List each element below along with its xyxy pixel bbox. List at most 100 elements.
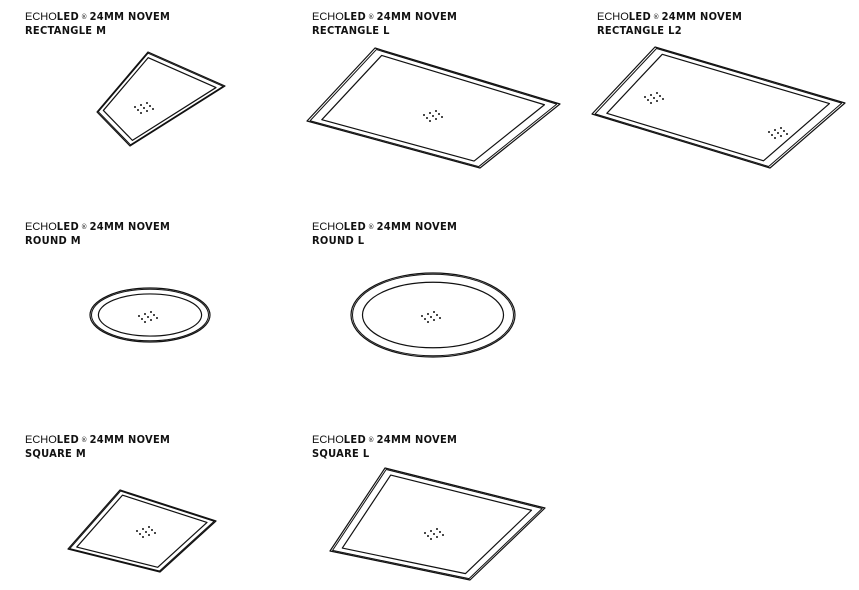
square-l-rim: [332, 468, 543, 580]
brand-light: ECHO: [25, 221, 57, 233]
round-m-rim: [91, 288, 209, 342]
registered-mark: ®: [80, 436, 88, 444]
rect-m-led-dot: [140, 112, 142, 114]
series-name: 24MM NOVEM: [376, 10, 458, 23]
rect-l2-led-dot: [768, 131, 770, 133]
square-m-inner-face: [76, 494, 208, 568]
round-l-led-dot: [430, 316, 432, 318]
round-l-led-dot: [424, 318, 426, 320]
rect-l2-led-dot: [783, 130, 785, 132]
brand-bold: LED: [56, 10, 79, 23]
model-name: RECTANGLE M: [25, 24, 107, 37]
round-m-inner-face: [97, 293, 203, 337]
rect-l2-led-dot: [774, 129, 776, 131]
brand-bold: LED: [343, 220, 366, 233]
round-m-led-dot: [150, 319, 152, 321]
rect-l2-led-dot: [662, 98, 664, 100]
square-l-led-dot: [424, 532, 426, 534]
rect-l-led-dot: [429, 120, 431, 122]
square-m-led-dot: [148, 534, 150, 536]
registered-mark: ®: [80, 223, 88, 231]
square-m-rim: [69, 490, 215, 572]
rect-m-led-dot: [146, 110, 148, 112]
square-l-led-dot: [442, 534, 444, 536]
series-name: 24MM NOVEM: [89, 433, 171, 446]
brand-bold: LED: [343, 433, 366, 446]
round-l-led-dot: [439, 317, 441, 319]
rect-m-rim: [97, 52, 224, 146]
rect-l2-led-dot: [786, 133, 788, 135]
rect-l2-led-dot: [647, 99, 649, 101]
registered-mark: ®: [367, 223, 375, 231]
series-name: 24MM NOVEM: [376, 220, 458, 233]
model-name: RECTANGLE L: [312, 24, 390, 37]
square-m-led-dot: [148, 526, 150, 528]
round-l-outer-edge: [350, 272, 516, 358]
brand-bold: LED: [56, 220, 79, 233]
rect-l2-led-dot: [659, 95, 661, 97]
round-l-inner-face: [361, 281, 505, 349]
round-l-led-dot: [433, 311, 435, 313]
registered-mark: ®: [367, 13, 375, 21]
square-l-led-dot: [436, 528, 438, 530]
round-l-led-dot: [433, 319, 435, 321]
rect-l2-led-dot: [650, 94, 652, 96]
brand-light: ECHO: [312, 221, 344, 233]
brand-bold: LED: [343, 10, 366, 23]
round-m-led-dot: [147, 316, 149, 318]
rect-l2-rim: [594, 48, 843, 167]
rect-m-outer-edge: [96, 51, 226, 147]
square-m-led-dot: [142, 536, 144, 538]
rect-l-led-dot: [435, 118, 437, 120]
square-l-led-dot: [436, 536, 438, 538]
square-l-inner-face: [341, 474, 533, 575]
rect-l-led-dot: [423, 114, 425, 116]
product-label-square-l: ECHOLED®24MM NOVEM SQUARE L: [312, 433, 457, 461]
model-name: ROUND L: [312, 234, 365, 247]
registered-mark: ®: [80, 13, 88, 21]
rect-l-inner-face: [321, 54, 546, 162]
brand-light: ECHO: [25, 11, 57, 23]
rect-l-outer-edge: [306, 47, 561, 169]
round-l-led-dot: [427, 313, 429, 315]
series-name: 24MM NOVEM: [376, 433, 458, 446]
rect-l2-outer-edge: [591, 46, 846, 169]
round-l-rim: [352, 273, 514, 357]
rect-m-led-dot: [149, 105, 151, 107]
model-name: SQUARE L: [312, 447, 370, 460]
rect-l2-inner-face: [606, 53, 831, 162]
round-m-led-dot: [138, 315, 140, 317]
rect-l2-led-dot: [653, 97, 655, 99]
brand-light: ECHO: [312, 434, 344, 446]
rect-l2-led-dot: [777, 132, 779, 134]
rect-m-led-dot: [152, 108, 154, 110]
round-m-outer-edge: [89, 287, 211, 343]
rect-l-led-dot: [426, 117, 428, 119]
series-name: 24MM NOVEM: [89, 10, 171, 23]
series-name: 24MM NOVEM: [661, 10, 743, 23]
rect-l-led-dot: [432, 115, 434, 117]
square-l-outer-edge: [329, 467, 546, 581]
rect-l-led-dot: [429, 112, 431, 114]
rect-m-led-dot: [143, 107, 145, 109]
square-l-led-dot: [430, 530, 432, 532]
rect-m-led-dot: [140, 104, 142, 106]
brand-light: ECHO: [312, 11, 344, 23]
square-m-outer-edge: [67, 489, 217, 573]
registered-mark: ®: [367, 436, 375, 444]
brand-bold: LED: [56, 433, 79, 446]
square-l-led-dot: [433, 533, 435, 535]
rect-l-led-dot: [438, 113, 440, 115]
square-l-led-dot: [439, 531, 441, 533]
rect-l2-led-dot: [656, 92, 658, 94]
rect-m-inner-face: [102, 57, 217, 141]
square-l-led-dot: [427, 535, 429, 537]
registered-mark: ®: [652, 13, 660, 21]
brand-light: ECHO: [597, 11, 629, 23]
